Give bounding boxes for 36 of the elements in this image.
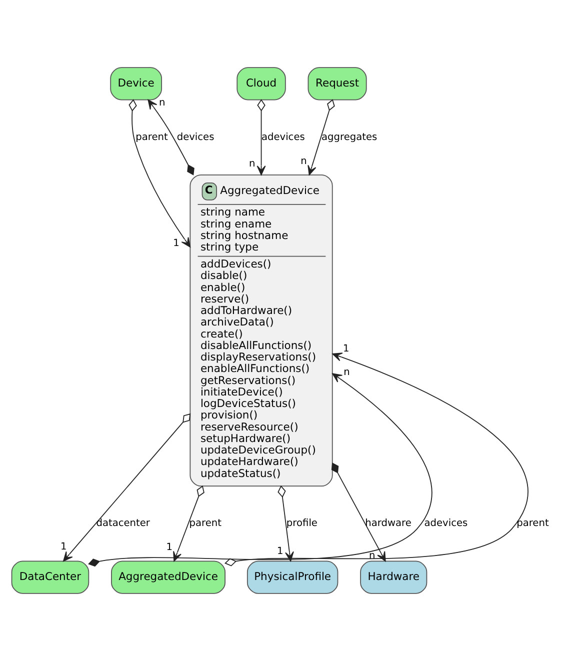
label: 1 — [276, 546, 284, 557]
arrow — [256, 99, 266, 176]
label: n — [158, 98, 166, 109]
label: n — [344, 366, 350, 378]
arrow — [128, 99, 191, 248]
edge-label: adevices — [424, 518, 468, 530]
arrow — [308, 99, 335, 176]
edge-label: parent — [136, 132, 168, 143]
label: n — [248, 158, 256, 170]
label: 1 — [342, 343, 350, 354]
edge-label: profile — [286, 518, 318, 530]
node-box: Request — [308, 67, 367, 100]
label: n — [300, 156, 307, 168]
label: n — [368, 550, 376, 562]
label: 1 — [166, 542, 173, 554]
arrow — [173, 485, 204, 562]
edge-label: adevices — [261, 132, 305, 143]
label: 1 — [60, 541, 67, 552]
label: 1 — [173, 238, 180, 249]
arrow — [148, 99, 194, 176]
arrow — [88, 373, 432, 567]
node-box: Device — [110, 67, 162, 100]
edge-label: parent — [189, 518, 222, 530]
edge-label: aggregates — [322, 132, 378, 143]
node-box: C AggregatedDevice string name string ename string hostname string type addDevices() disable() enable() reserve() addToHardware() archiveData() create() disableAllFunctions() displayReservations() enableAllFunctions() getReservations() initiateDevice() logDeviceStatus() provision() reserveResource() setupHardware() updateDeviceGroup() updateHardware() updateStatus() — [190, 174, 333, 487]
node-box: PhysicalProfile — [246, 560, 338, 594]
node-box: AggregatedDevice — [111, 560, 226, 594]
node-box: DataCenter — [11, 560, 90, 594]
node-box: Hardware — [360, 560, 428, 594]
arrow — [63, 413, 191, 562]
node-box: Cloud — [236, 67, 286, 100]
edge-label: hardware — [365, 518, 412, 530]
edge-label: datacenter — [96, 518, 150, 530]
edge-label: devices — [176, 132, 214, 143]
edge-label: parent — [516, 518, 549, 530]
arrow — [224, 352, 528, 566]
